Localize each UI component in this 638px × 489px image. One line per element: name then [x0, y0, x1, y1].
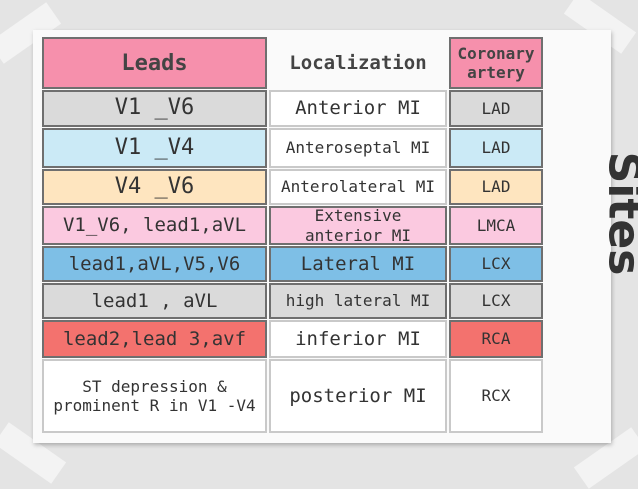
- row-7-leads-cell: lead2,lead 3,avf: [42, 320, 267, 358]
- row-7-localization-cell: inferior MI: [269, 320, 447, 358]
- row-6-localization-cell: high lateral MI: [269, 283, 447, 319]
- row-4-leads-cell: V1_V6, lead1,aVL: [42, 206, 267, 245]
- header-localization: Localization: [269, 37, 447, 89]
- header-leads: Leads: [42, 37, 267, 89]
- row-3-leads-cell: V4 _V6: [42, 169, 267, 205]
- row-3-artery-cell: LAD: [449, 169, 543, 205]
- row-6-leads-cell: lead1 , aVL: [42, 283, 267, 319]
- row-1-localization-cell: Anterior MI: [269, 90, 447, 127]
- row-8-leads-cell: ST depression & prominent R in V1 -V4: [42, 359, 267, 433]
- row-5-leads-cell: lead1,aVL,V5,V6: [42, 246, 267, 282]
- row-2-leads-cell: V1 _V4: [42, 128, 267, 168]
- row-4-localization-cell: Extensive anterior MI: [269, 206, 447, 245]
- row-8-localization-cell: posterior MI: [269, 359, 447, 433]
- header-coronary-artery: Coronary artery: [449, 37, 543, 89]
- row-3-localization-cell: Anterolateral MI: [269, 169, 447, 205]
- row-2-artery-cell: LAD: [449, 128, 543, 168]
- row-8-artery-cell: RCX: [449, 359, 543, 433]
- row-4-artery-cell: LMCA: [449, 206, 543, 245]
- row-1-leads-cell: V1 _V6: [42, 90, 267, 127]
- row-2-localization-cell: Anteroseptal MI: [269, 128, 447, 168]
- row-6-artery-cell: LCX: [449, 283, 543, 319]
- sites-vertical-title: Sites: [599, 149, 638, 279]
- row-1-artery-cell: LAD: [449, 90, 543, 127]
- row-5-localization-cell: Lateral MI: [269, 246, 447, 282]
- row-7-artery-cell: RCA: [449, 320, 543, 358]
- row-5-artery-cell: LCX: [449, 246, 543, 282]
